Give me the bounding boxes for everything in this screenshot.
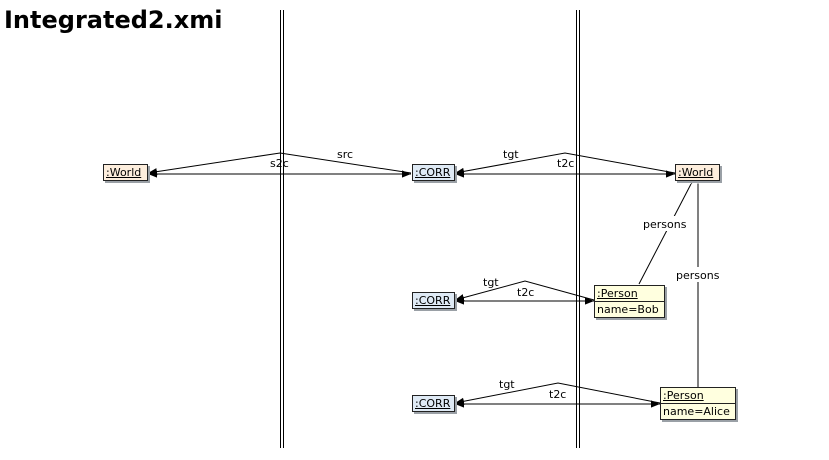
- edge-tgt-2[interactable]: [454, 280, 595, 302]
- edge-label-bg-persons-1: [641, 216, 689, 231]
- diagram-title: Integrated2.xmi: [4, 6, 223, 34]
- edge-src[interactable]: [147, 152, 412, 176]
- node-world-left[interactable]: :World: [103, 164, 148, 181]
- edge-label-t2c-3: t2c: [549, 388, 566, 401]
- swimlane-divider-left[interactable]: [280, 10, 284, 448]
- edge-label-tgt-1: tgt: [503, 148, 519, 161]
- edge-label-persons-2: persons: [676, 269, 720, 282]
- edge-tgt-1[interactable]: [454, 152, 676, 175]
- node-world-left-label: :World: [106, 166, 142, 179]
- edge-label-s2c: s2c: [270, 157, 289, 170]
- node-person-bob-label: :Person: [597, 287, 638, 300]
- edge-persons-1[interactable]: [638, 173, 697, 285]
- node-world-right-label: :World: [678, 166, 714, 179]
- edge-label-src: src: [337, 148, 353, 161]
- node-corr-1-label: :CORR: [415, 166, 451, 179]
- edge-label-persons-1: persons: [643, 218, 687, 231]
- node-corr-1[interactable]: :CORR: [412, 164, 455, 181]
- edge-label-bg-persons-2: [674, 267, 722, 282]
- node-person-alice-attr: name=Alice: [661, 403, 735, 419]
- node-corr-3-label: :CORR: [415, 397, 451, 410]
- node-person-alice-label: :Person: [663, 389, 704, 402]
- edge-label-t2c-1: t2c: [557, 157, 574, 170]
- node-corr-3[interactable]: :CORR: [412, 395, 455, 412]
- node-person-bob[interactable]: :Person name=Bob: [594, 285, 665, 318]
- swimlane-divider-right[interactable]: [576, 10, 580, 448]
- node-corr-2[interactable]: :CORR: [412, 292, 455, 309]
- edge-label-tgt-3: tgt: [499, 378, 515, 391]
- node-person-bob-attr: name=Bob: [595, 301, 664, 317]
- edge-label-t2c-2: t2c: [517, 286, 534, 299]
- node-world-right[interactable]: :World: [675, 164, 720, 181]
- node-person-alice[interactable]: :Person name=Alice: [660, 387, 736, 420]
- edge-tgt-3[interactable]: [454, 382, 661, 405]
- edge-label-tgt-2: tgt: [483, 276, 499, 289]
- node-corr-2-label: :CORR: [415, 294, 451, 307]
